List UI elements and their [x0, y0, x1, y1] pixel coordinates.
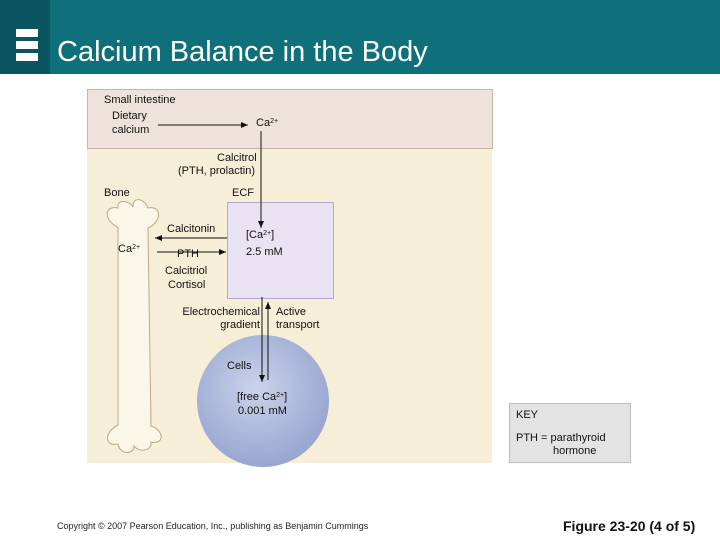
electrochemical-label: Electrochemical	[182, 306, 260, 318]
cortisol-label: Cortisol	[168, 279, 206, 291]
bone-label: Bone	[104, 187, 130, 199]
free-ca-label: [free Ca2+]	[237, 391, 288, 403]
active-label: Active	[276, 306, 306, 318]
ca-bone-label: Ca2+	[118, 243, 141, 255]
header-accent	[0, 0, 50, 74]
ecf-region	[227, 202, 334, 299]
bone-shape	[106, 199, 162, 453]
pth-prolactin-label: (PTH, prolactin)	[178, 165, 256, 177]
calcitriol-label: Calcitriol	[165, 265, 208, 277]
gradient-label: gradient	[220, 319, 260, 331]
cells-label: Cells	[227, 360, 252, 372]
small-intestine-label: Small intestine	[104, 94, 176, 106]
key-definition-line2: hormone	[553, 445, 597, 457]
slide-stack-icon	[15, 28, 39, 38]
key-title: KEY	[516, 409, 539, 421]
transport-label: transport	[276, 319, 320, 331]
figure-label: Figure 23-20 (4 of 5)	[563, 518, 696, 534]
header-bar	[0, 0, 720, 74]
slide-stack-icon	[15, 40, 39, 50]
ecf-concentration: 2.5 mM	[246, 246, 283, 258]
small-intestine-region	[87, 89, 493, 149]
ca-intestine-label: Ca2+	[256, 117, 279, 129]
cell-region	[197, 335, 329, 467]
ca-ecf-label: [Ca2+]	[246, 229, 275, 241]
calcitrol-label: Calcitrol	[217, 152, 257, 164]
key-box	[509, 403, 631, 463]
cell-concentration: 0.001 mM	[238, 405, 287, 417]
ecf-label: ECF	[232, 187, 254, 199]
calcitonin-label: Calcitonin	[167, 223, 216, 235]
dietary-label-line2: calcium	[112, 124, 150, 136]
key-definition-line1: PTH = parathyroid	[516, 432, 606, 444]
slide-stack-icon	[15, 52, 39, 62]
copyright-text: Copyright © 2007 Pearson Education, Inc.…	[57, 521, 369, 531]
pth-label: PTH	[177, 248, 199, 260]
page-title: Calcium Balance in the Body	[57, 36, 428, 68]
dietary-label-line1: Dietary	[112, 110, 147, 122]
